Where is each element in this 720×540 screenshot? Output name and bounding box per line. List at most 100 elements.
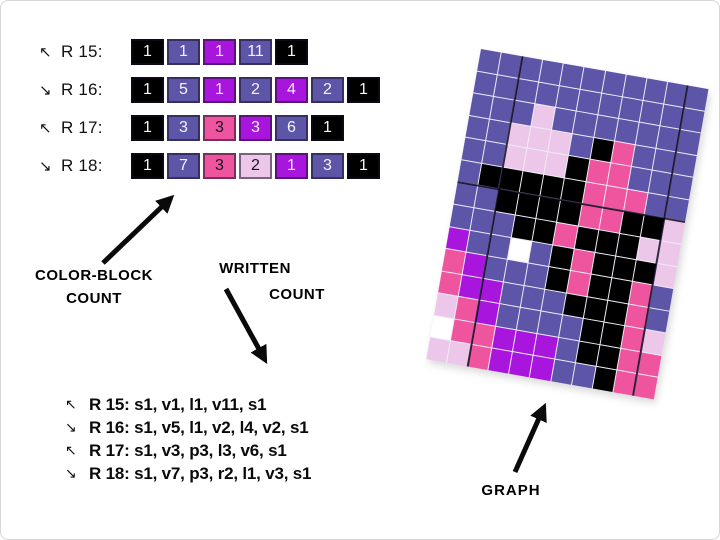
written-count-label-line2: COUNT — [269, 286, 325, 303]
graph-label: GRAPH — [481, 482, 541, 499]
graph-cell — [453, 182, 478, 208]
graph-cell — [566, 271, 591, 296]
row-direction-arrow-icon: ↘ — [39, 81, 52, 99]
graph-cell — [496, 304, 520, 330]
graph-cell — [591, 252, 615, 278]
graph-cell — [606, 163, 631, 189]
color-block: 7 — [167, 152, 200, 179]
graph-cell — [669, 174, 693, 200]
row-direction-arrow-icon: ↘ — [65, 419, 77, 435]
graph-cell — [430, 315, 454, 341]
graph-cell — [513, 330, 537, 356]
graph-cell — [532, 219, 557, 244]
written-count-label-line1: WRITTEN — [219, 260, 291, 277]
graph-cell — [604, 300, 628, 326]
graph-cell — [597, 93, 622, 118]
color-block: 3 — [203, 152, 236, 179]
written-count-line: ↖R 15: s1, v1, l1, v11, s1 — [65, 393, 311, 416]
graph-cell — [619, 211, 644, 237]
graph-cell — [596, 345, 620, 370]
graph-cell — [570, 248, 595, 274]
graph-cell — [562, 293, 587, 318]
graph-cell — [545, 267, 570, 293]
graph-cell — [550, 359, 575, 385]
graph-cell — [608, 278, 632, 304]
graph-cell — [569, 133, 593, 159]
color-block-count-label-line1: COLOR-BLOCK — [35, 267, 153, 284]
graph-cell — [509, 352, 533, 378]
color-block: 2 — [239, 152, 272, 179]
graph-cell — [528, 241, 553, 267]
graph-cell — [571, 363, 596, 389]
graph-cell — [488, 348, 513, 374]
graph-cell — [631, 144, 656, 170]
graph-cell — [504, 260, 528, 285]
graph-cell — [614, 119, 639, 144]
row-direction-arrow-icon: ↘ — [65, 465, 77, 481]
graph-cell — [657, 241, 682, 266]
graph-cell — [622, 74, 647, 100]
graph-cell — [627, 167, 652, 192]
graph-cell — [549, 245, 574, 270]
color-block: 6 — [275, 114, 308, 141]
graph-cell — [473, 71, 497, 96]
graph-cell — [557, 200, 582, 226]
color-block: 1 — [275, 38, 308, 65]
row-direction-arrow-icon: ↖ — [39, 119, 52, 137]
written-count-line: ↘R 16: s1, v5, l1, v2, l4, v2, s1 — [65, 416, 311, 439]
graph-cell — [553, 222, 578, 248]
graph-cell — [573, 111, 597, 137]
graph-cell — [541, 289, 566, 315]
graph-cell — [554, 337, 579, 363]
graph-cell — [595, 230, 619, 255]
color-block: 5 — [167, 76, 200, 103]
graph-cell — [645, 307, 670, 333]
graph-cell — [556, 85, 580, 111]
graph-cell — [618, 96, 643, 122]
graph-cell — [684, 85, 709, 111]
graph-cell — [534, 334, 558, 359]
graph-cell — [512, 215, 536, 241]
graph-cell — [445, 226, 470, 252]
color-block: 1 — [131, 152, 164, 179]
written-count-line: ↖R 17: s1, v3, p3, l3, v6, s1 — [65, 439, 311, 462]
graph-cell — [583, 296, 607, 322]
graph-cell — [599, 207, 623, 233]
graph-cell — [637, 352, 662, 378]
written-count-line: ↘R 18: s1, v7, p3, r2, l1, v3, s1 — [65, 462, 311, 485]
color-block: 1 — [131, 38, 164, 65]
graph-cell — [586, 159, 610, 185]
graph-cell — [508, 237, 532, 263]
arrow-to-color-block-count — [101, 194, 175, 265]
graph-cell — [492, 326, 517, 352]
color-block: 11 — [239, 38, 272, 65]
graph-cell — [673, 152, 697, 178]
graph-cell — [434, 293, 458, 319]
row-label: R 16: — [61, 79, 103, 99]
graph-cell — [527, 126, 552, 152]
graph-cell — [560, 63, 584, 89]
graph-cell — [548, 130, 573, 156]
color-block: 3 — [167, 114, 200, 141]
graph-cell — [465, 115, 490, 141]
row-label: R 18: — [61, 155, 103, 175]
graph-cell — [681, 107, 705, 133]
graph-cell — [449, 204, 474, 230]
graph-cell — [535, 82, 560, 107]
color-block: 1 — [131, 114, 164, 141]
arrow-to-graph — [512, 402, 547, 474]
graph-cell — [600, 322, 624, 348]
color-block: 1 — [275, 152, 308, 179]
graph-cell — [565, 156, 589, 181]
row-direction-arrow-icon: ↖ — [39, 43, 52, 61]
graph-cell — [653, 263, 678, 289]
graph-cell — [635, 122, 660, 148]
graph-cell — [577, 89, 601, 115]
graph-cell — [581, 67, 605, 93]
graph-cell — [523, 148, 548, 174]
graph-cell — [594, 115, 618, 141]
